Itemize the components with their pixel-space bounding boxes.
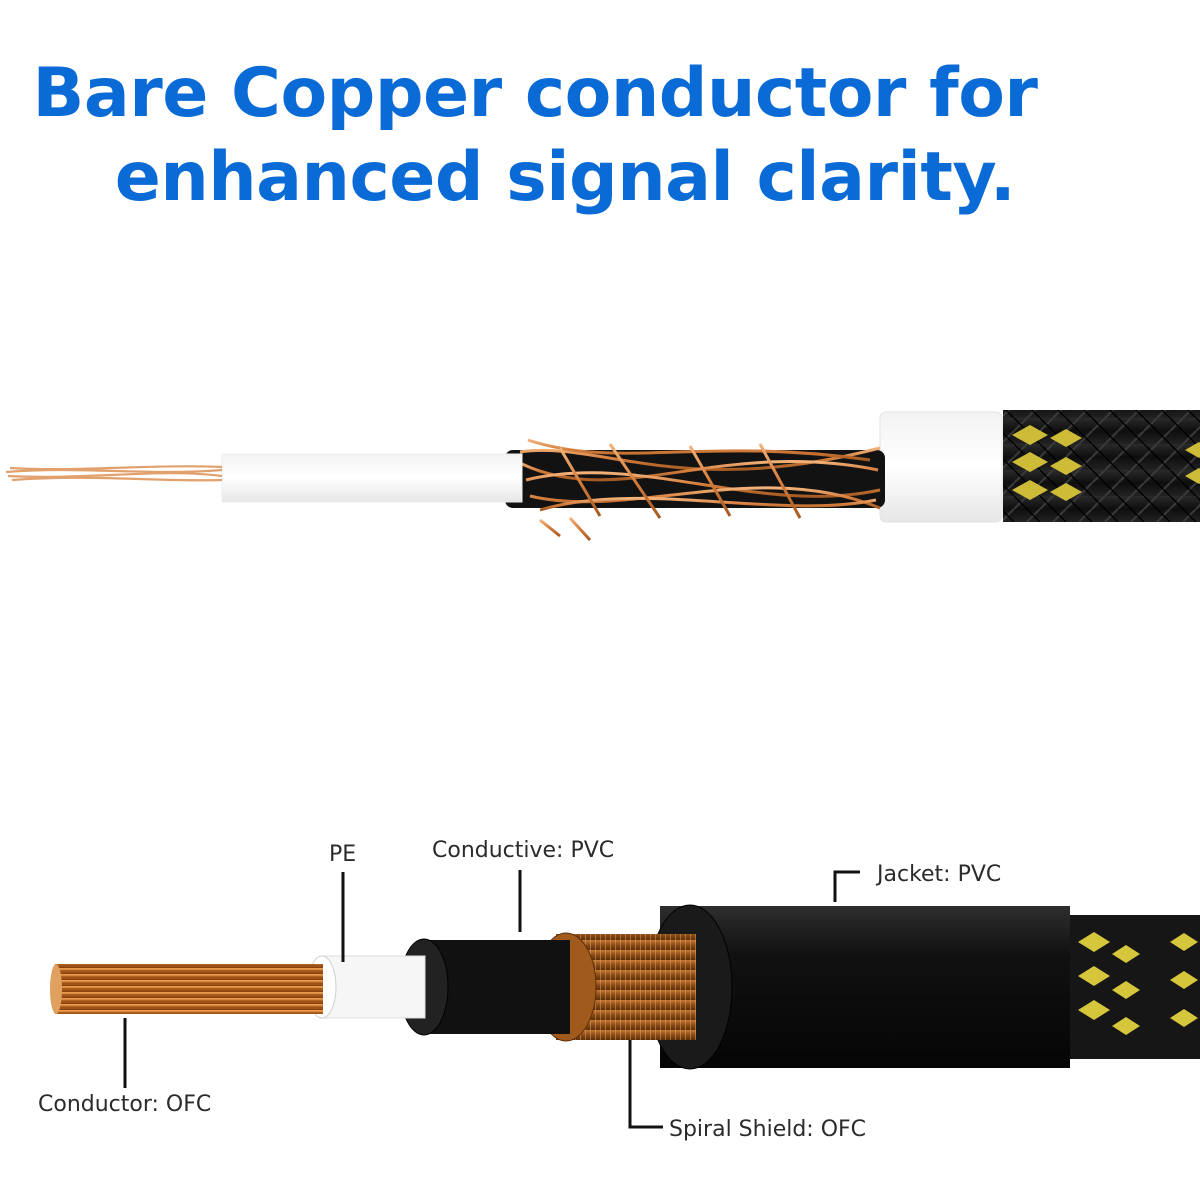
stripped-cable-photo — [5, 410, 1200, 542]
label-jacket: Jacket: PVC — [877, 862, 1002, 887]
copper-shield-strands — [519, 438, 881, 542]
conductor-end — [50, 964, 62, 1014]
outer-braid — [1060, 915, 1200, 1059]
conductor-core — [55, 964, 323, 1014]
headline-line-1: Bare Copper conductor for — [32, 54, 1038, 133]
cable-layer-diagram — [50, 870, 1200, 1129]
label-conductor: Conductor: OFC — [38, 1092, 212, 1117]
headline-line-2: enhanced signal clarity. — [114, 138, 1016, 217]
pe-insulation — [221, 453, 523, 503]
headline: Bare Copper conductor for enhanced signa… — [0, 52, 1200, 220]
braided-jacket — [1003, 410, 1200, 522]
label-pe: PE — [329, 842, 357, 867]
bare-copper-conductor — [5, 465, 223, 482]
label-spiral-shield: Spiral Shield: OFC — [669, 1117, 867, 1142]
label-conductive: Conductive: PVC — [432, 838, 615, 863]
white-sleeve — [879, 411, 1003, 523]
leader-lines — [123, 870, 860, 1129]
